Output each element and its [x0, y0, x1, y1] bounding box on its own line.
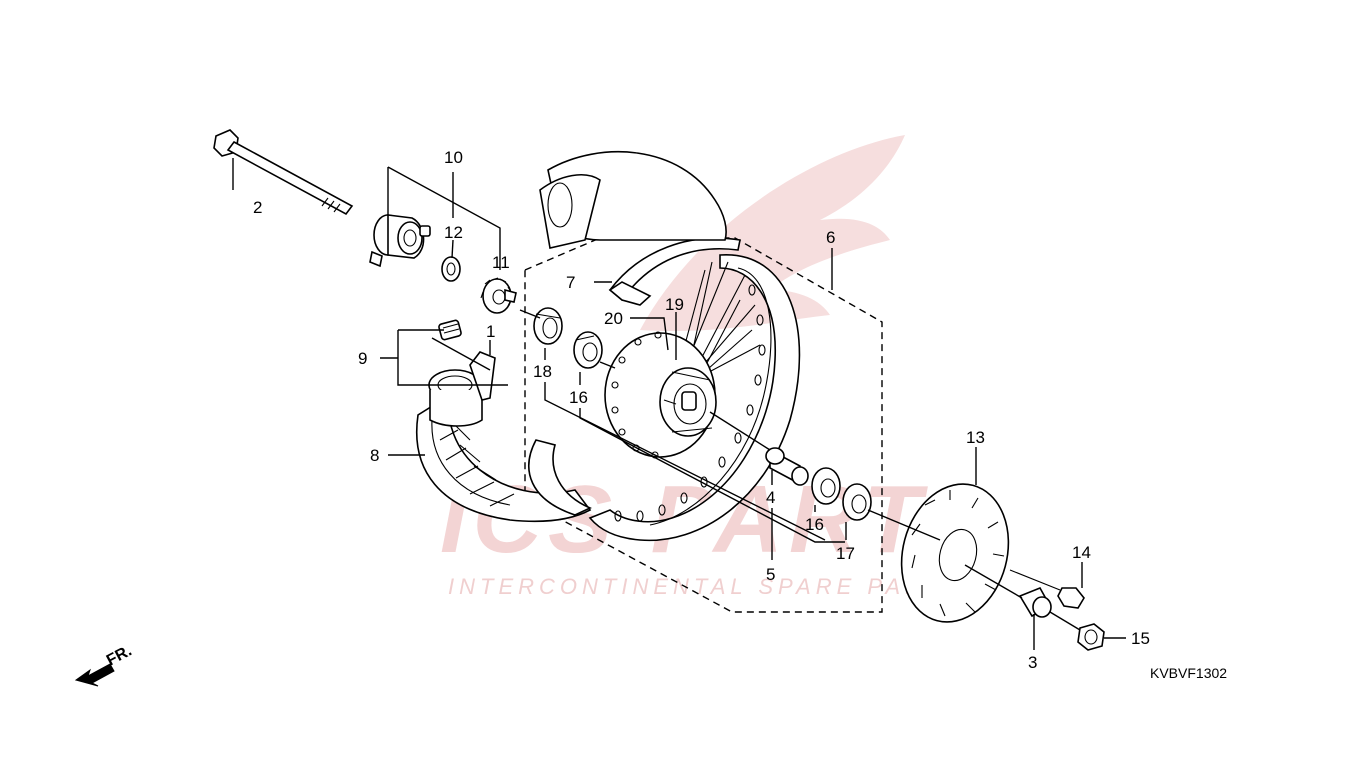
wheel-rim	[588, 254, 801, 542]
rim-tape	[608, 237, 741, 306]
watermark-tagline: INTERCONTINENTAL SPARE PARTS	[448, 574, 964, 599]
axle-bolt	[213, 129, 354, 216]
brake-disc	[900, 483, 1010, 623]
oil-seal-12	[441, 256, 461, 282]
watermark-wing-logo	[640, 135, 905, 332]
leader-lines	[232, 158, 1126, 650]
diagram-code: KVBVF1302	[1150, 665, 1227, 681]
callout-18: 18	[533, 362, 552, 381]
arrow-left-down-icon	[74, 663, 115, 687]
front-direction-marker: FR.	[74, 642, 135, 687]
bearing-right	[811, 467, 841, 505]
tire-section	[539, 150, 727, 249]
callout-3: 3	[1028, 653, 1037, 672]
bearing-left	[573, 331, 603, 369]
callout-9: 9	[358, 349, 367, 368]
callout-5: 5	[766, 565, 775, 584]
callout-12: 12	[444, 223, 463, 242]
oil-seal-17	[842, 483, 872, 521]
callout-6: 6	[826, 228, 835, 247]
tire	[416, 393, 592, 523]
callout-16-right: 16	[805, 515, 824, 534]
callout-16-left: 16	[569, 388, 588, 407]
callout-15: 15	[1131, 629, 1150, 648]
disc-bolt	[1009, 569, 1085, 609]
callout-8: 8	[370, 446, 379, 465]
callout-10: 10	[444, 148, 463, 167]
callout-19: 19	[665, 295, 684, 314]
callout-4: 4	[766, 488, 775, 507]
axle-nut	[1077, 623, 1105, 651]
callout-13: 13	[966, 428, 985, 447]
callout-20: 20	[604, 309, 623, 328]
callout-11: 11	[492, 253, 510, 272]
callout-17: 17	[836, 544, 855, 563]
callout-7: 7	[566, 273, 575, 292]
callout-1: 1	[486, 322, 495, 341]
wheel-hub	[604, 331, 717, 459]
callout-2: 2	[253, 198, 262, 217]
callout-14: 14	[1072, 543, 1091, 562]
speedometer-gear	[480, 277, 517, 314]
speedometer-gearbox	[369, 214, 431, 268]
callouts: 2 10 12 11 1 9 8 18 16 7 19 20 6 4 5 16 …	[253, 148, 1150, 672]
dust-seal	[533, 307, 563, 345]
disc-collar	[1018, 586, 1052, 618]
distance-collar	[765, 447, 809, 486]
